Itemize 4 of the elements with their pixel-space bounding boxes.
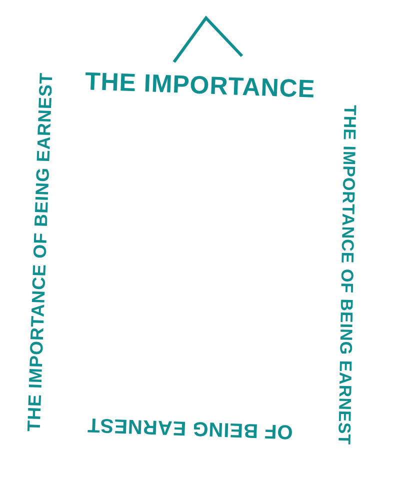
frame-title-text: THE IMPORTANCE: [84, 70, 316, 102]
frame-title-text: THE IMPORTANCE OF BEING EARNEST: [24, 72, 56, 432]
frame-title-text: OF BEING EARNEST: [86, 414, 294, 442]
frame-title-text: THE IMPORTANCE OF BEING EARNEST: [336, 104, 358, 446]
